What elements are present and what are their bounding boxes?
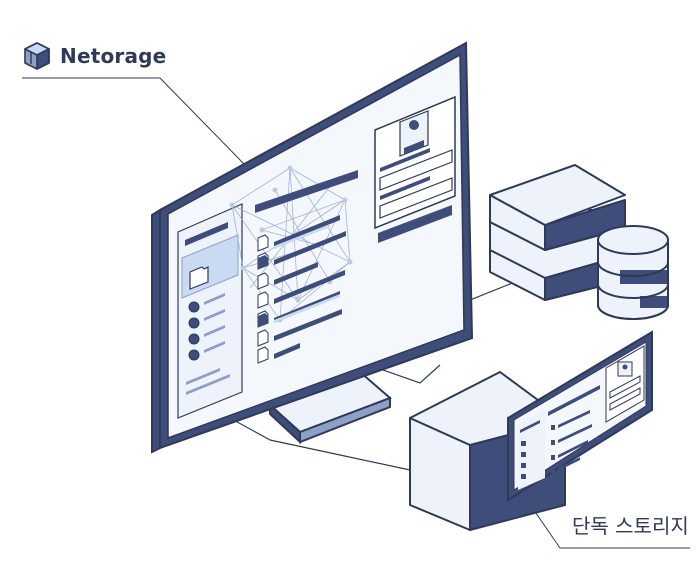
cube-logo-icon [24, 42, 50, 70]
screen-header-bar [255, 170, 358, 213]
profile-button [378, 205, 452, 243]
screen-sidebar [177, 203, 243, 419]
monitor [151, 41, 474, 454]
server-top [489, 164, 626, 226]
user-avatars [188, 301, 200, 361]
storage-screen [507, 330, 653, 502]
profile-panel [374, 95, 456, 230]
profile-input-1 [379, 149, 453, 191]
folder-icon [189, 266, 209, 290]
database-top [597, 225, 669, 255]
sidebar-text-lines [186, 293, 230, 395]
storage-caption: 단독 스토리지 [572, 514, 689, 538]
file-list [257, 215, 346, 364]
mini-file-rows [551, 410, 592, 473]
brand-label: Netorage [22, 40, 166, 72]
mini-profile [605, 345, 645, 423]
brand-name: Netorage [60, 44, 167, 68]
file-row-lines [274, 215, 346, 359]
user-icon [409, 120, 419, 130]
server-stack [489, 164, 626, 301]
monitor-screen [177, 95, 456, 419]
database-cylinder [597, 225, 669, 320]
window-dots [628, 334, 642, 344]
profile-input-2 [379, 177, 453, 219]
